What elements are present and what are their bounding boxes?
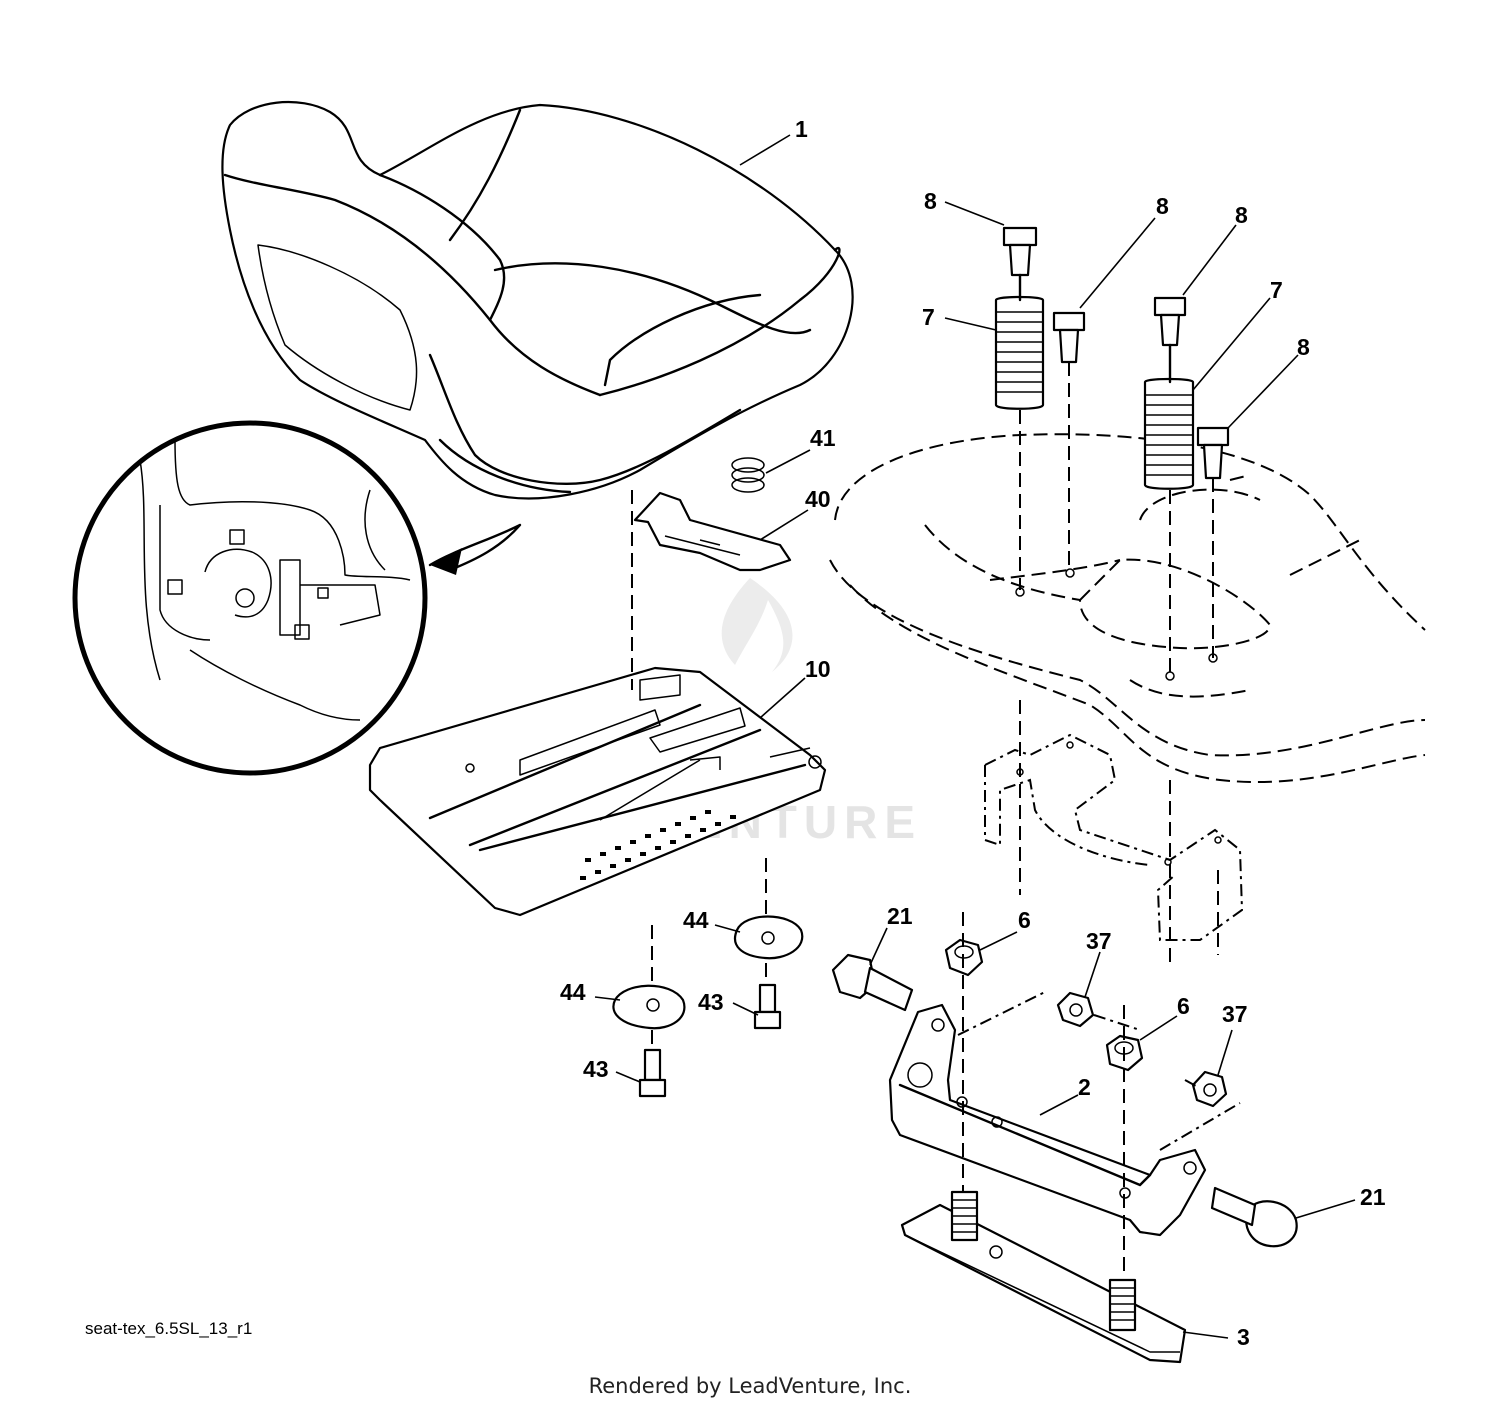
callout-8a: 8: [924, 188, 937, 214]
spring-part-7b: [1143, 377, 1195, 490]
callout-7a: 7: [922, 304, 935, 330]
seat-bracket-part-2: [888, 1003, 1207, 1237]
nut-part-37b: [1191, 1070, 1228, 1108]
stud-right: [1108, 1278, 1137, 1332]
callout-21a: 21: [887, 903, 913, 929]
bolt-part-43b: [753, 983, 782, 1030]
callout-10: 10: [805, 656, 831, 682]
callout-6b: 6: [1177, 993, 1190, 1019]
spring-bolt-assembly-lines: [1019, 362, 1219, 965]
washer-part-44b: [734, 915, 804, 960]
callout-8c: 8: [1235, 202, 1248, 228]
callout-41: 41: [810, 425, 836, 451]
render-credit-footer: Rendered by LeadVenture, Inc.: [589, 1374, 912, 1398]
callout-7b: 7: [1270, 277, 1283, 303]
bracket-assembly-lines: [957, 912, 1241, 1275]
callout-37a: 37: [1086, 928, 1112, 954]
callout-43a: 43: [583, 1056, 609, 1082]
callout-3: 3: [1237, 1324, 1250, 1350]
callout-21b: 21: [1360, 1184, 1386, 1210]
latch-plate-part-40: [633, 491, 792, 572]
callout-8b: 8: [1156, 193, 1169, 219]
callout-2: 2: [1078, 1074, 1091, 1100]
callout-44b: 44: [683, 907, 709, 933]
seat-part-1: [221, 100, 854, 500]
callout-43b: 43: [698, 989, 724, 1015]
seat-pan-part-10: [368, 666, 827, 917]
bolt-part-8c: [1153, 296, 1187, 384]
callout-44a: 44: [560, 979, 586, 1005]
bolt-part-21a: [831, 953, 914, 1012]
detail-inset-circle: [72, 420, 522, 776]
stud-left: [950, 1190, 979, 1242]
callout-40: 40: [805, 486, 831, 512]
bolt-part-8b: [1052, 311, 1086, 364]
callout-leaders: [594, 134, 1356, 1339]
callout-labels: 1 8 8 8 8 7 7 41 40 10 44 44 43 43 21 21…: [560, 116, 1386, 1350]
spring-part-7a: [994, 295, 1045, 410]
frame-outline-dashed: [829, 433, 1426, 784]
bolt-part-8d: [1196, 426, 1230, 480]
bolt-part-21b: [1210, 1186, 1298, 1248]
callout-6a: 6: [1018, 907, 1031, 933]
spring-part-41: [731, 457, 765, 493]
frame-bracket-dashed: [984, 733, 1244, 941]
callout-1: 1: [795, 116, 808, 142]
callout-8d: 8: [1297, 334, 1310, 360]
washer-part-44a: [612, 984, 686, 1030]
base-plate-part-3: [900, 1190, 1187, 1364]
bolt-part-8a: [1002, 226, 1038, 302]
diagram-reference-code: seat-tex_6.5SL_13_r1: [85, 1319, 252, 1338]
callout-37b: 37: [1222, 1001, 1248, 1027]
nut-part-37a: [1056, 991, 1095, 1028]
bolt-part-43a: [638, 1048, 667, 1098]
